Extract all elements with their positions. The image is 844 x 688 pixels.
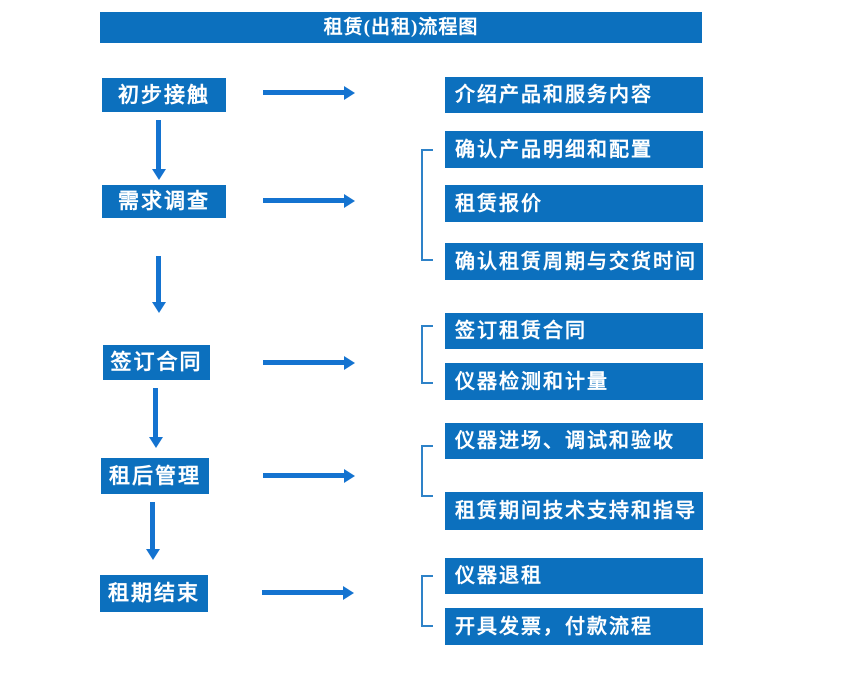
step-box-rental-end: 租期结束 xyxy=(100,575,208,612)
bracket-post-rental-outputs xyxy=(421,445,433,497)
step-box-sign-contract: 签订合同 xyxy=(103,345,210,380)
output-box-confirm-rental-period: 确认租赁周期与交货时间 xyxy=(445,243,703,280)
right-arrow-post-rental-management xyxy=(263,473,344,478)
right-arrow-initial-contact xyxy=(263,90,344,95)
output-box-invoice-payment: 开具发票，付款流程 xyxy=(445,608,703,645)
step-box-initial-contact: 初步接触 xyxy=(102,78,226,112)
bracket-rental-end-outputs xyxy=(421,575,433,627)
down-arrow-step4-to-step5 xyxy=(150,502,155,549)
output-box-instrument-setup: 仪器进场、调试和验收 xyxy=(445,423,703,459)
step-box-demand-survey: 需求调查 xyxy=(102,185,226,218)
output-box-sign-rental-contract: 签订租赁合同 xyxy=(445,313,703,349)
output-box-technical-support: 租赁期间技术支持和指导 xyxy=(445,492,703,530)
output-box-instrument-return: 仪器退租 xyxy=(445,558,703,594)
bracket-sign-contract-outputs xyxy=(421,325,433,384)
down-arrow-step2-to-step3 xyxy=(156,256,161,302)
right-arrow-demand-survey xyxy=(263,198,344,203)
down-arrow-step3-to-step4 xyxy=(153,388,158,437)
right-arrow-rental-end xyxy=(262,590,343,595)
output-box-instrument-testing: 仪器检测和计量 xyxy=(445,363,703,400)
right-arrow-sign-contract xyxy=(263,360,344,365)
bracket-demand-survey-outputs xyxy=(421,149,433,261)
output-box-introduce-products: 介绍产品和服务内容 xyxy=(445,77,703,113)
flowchart-title: 租赁(出租)流程图 xyxy=(100,12,702,43)
step-box-post-rental-management: 租后管理 xyxy=(101,458,209,494)
output-box-confirm-product-details: 确认产品明细和配置 xyxy=(445,131,703,168)
down-arrow-step1-to-step2 xyxy=(156,120,161,169)
output-box-rental-quotation: 租赁报价 xyxy=(445,185,703,222)
